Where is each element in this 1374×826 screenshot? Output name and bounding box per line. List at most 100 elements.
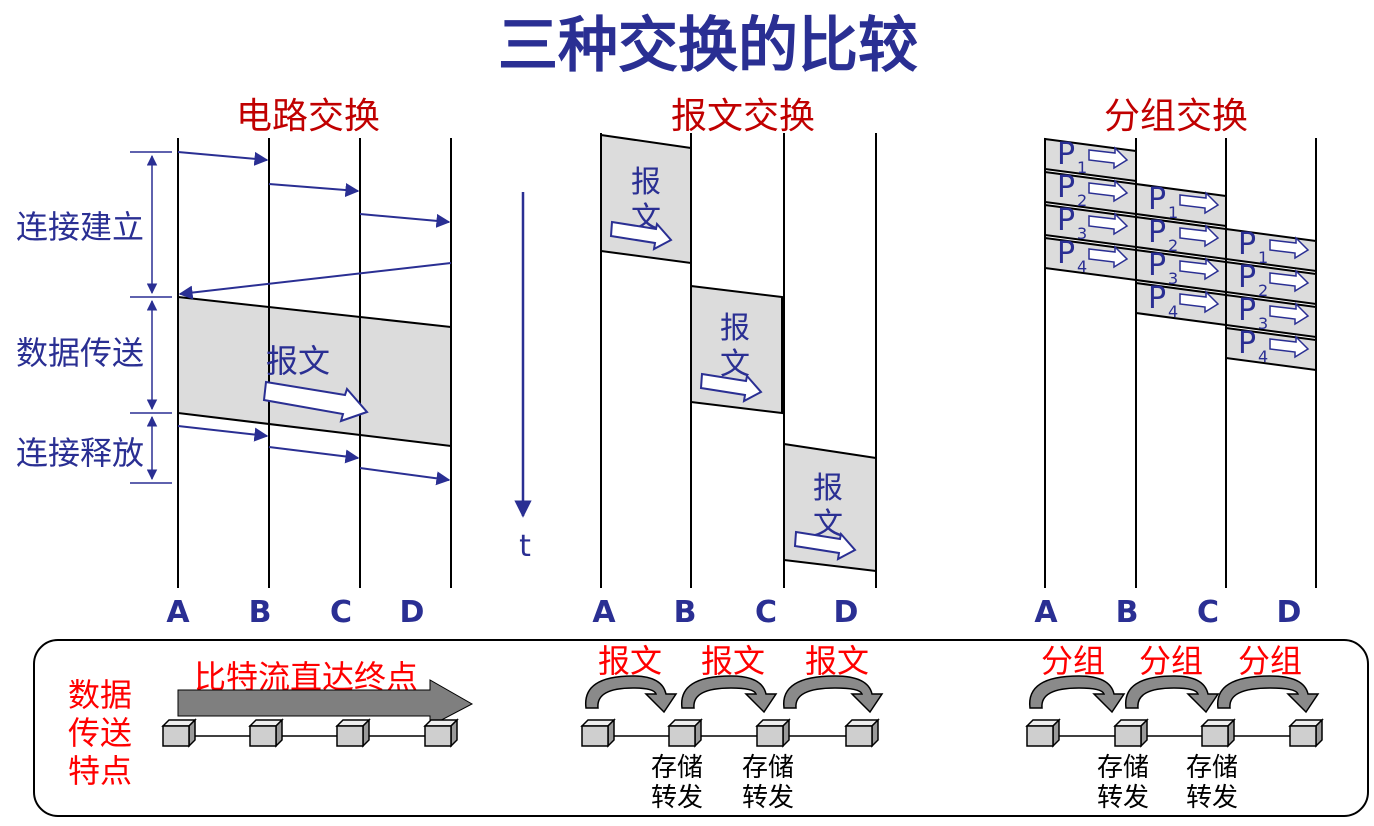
packet-node-a: A [1034, 595, 1058, 630]
release-arrow-bc [268, 446, 360, 464]
packet-number: 4 [1168, 302, 1178, 321]
circuit-node-c: C [330, 595, 352, 630]
circuit-message-label: 报文 [266, 342, 330, 380]
message-block1-arrow [609, 220, 673, 251]
setup-ack-arrow [178, 262, 452, 300]
node-cube [424, 725, 452, 747]
packet-arrow [1269, 302, 1310, 326]
packet-node-b: B [1116, 595, 1139, 630]
message-hop-label-3: 报文 [805, 642, 869, 680]
packet-number: 1 [1077, 158, 1087, 177]
packet-letter: P [1057, 170, 1075, 205]
node-cube [336, 725, 364, 747]
packet-arrow [1088, 179, 1129, 203]
node-cube [162, 725, 190, 747]
packet-number: 3 [1168, 269, 1178, 288]
node-cube [1114, 725, 1142, 747]
store-forward-b-line2: 转发 [651, 783, 703, 813]
message-panel: 报 文 报 文 报 文 A B C D [592, 133, 877, 630]
packet-number: 2 [1077, 191, 1087, 210]
packet-letter: P [1238, 227, 1256, 262]
packet-number: 1 [1168, 203, 1178, 222]
packet-hop-label-3: 分组 [1238, 642, 1302, 680]
packet-arrow [1179, 257, 1220, 281]
bottom-label-line2: 传送 [68, 714, 132, 752]
message-block3-char1: 报 [813, 471, 843, 506]
packet-letter: P [1148, 281, 1166, 316]
setup-arrow-bc [268, 183, 360, 197]
store-forward-pc-line2: 转发 [1186, 783, 1238, 813]
store-forward-arrow [585, 675, 678, 714]
packet-arrow [1179, 290, 1220, 314]
circuit-message-arrow [262, 380, 369, 423]
message-node-b: B [674, 595, 697, 630]
store-forward-pb-line1: 存储 [1097, 753, 1149, 783]
packet-letter: P [1148, 215, 1166, 250]
store-forward-arrow [1029, 675, 1126, 714]
packet-hop-label-1: 分组 [1041, 642, 1105, 680]
store-forward-b-line1: 存储 [651, 753, 703, 783]
node-cube [668, 725, 696, 747]
message-node-c: C [755, 595, 777, 630]
packet-letter: P [1238, 326, 1256, 361]
circuit-panel: 连接建立 数据传送 连接释放 报文 A B C D [16, 138, 452, 630]
packet-letter: P [1148, 248, 1166, 283]
packet-number: 3 [1077, 224, 1087, 243]
packet-letter: P [1148, 182, 1166, 217]
packet-arrow [1088, 146, 1129, 170]
packet-letter: P [1238, 260, 1256, 295]
packet-arrow [1088, 245, 1129, 269]
store-forward-pc-line1: 存储 [1186, 753, 1238, 783]
page-title: 三种交换的比较 [498, 11, 918, 81]
node-cube [581, 725, 609, 747]
packet-letter: P [1057, 203, 1075, 238]
setup-arrow-cd [359, 213, 451, 228]
packet-letter: P [1238, 293, 1256, 328]
store-forward-pb-line2: 转发 [1097, 783, 1149, 813]
phase-label-setup: 连接建立 [16, 208, 144, 246]
message-node-d: D [834, 595, 859, 630]
setup-arrow-ab [177, 151, 269, 166]
packet-number: 1 [1258, 248, 1268, 267]
time-axis-label: t [519, 529, 531, 564]
message-block3-arrow [793, 530, 857, 561]
node-cube [1026, 725, 1054, 747]
store-forward-c-line2: 转发 [742, 783, 794, 813]
store-forward-arrow [681, 675, 778, 714]
phase-label-release: 连接释放 [16, 434, 144, 472]
packet-number: 4 [1077, 257, 1087, 276]
node-cube [756, 725, 784, 747]
node-cube [249, 725, 277, 747]
packet-arrow [1179, 224, 1220, 248]
packet-arrow [1269, 269, 1310, 293]
store-forward-arrow [783, 675, 884, 714]
message-block2-arrow [699, 372, 763, 403]
node-cube [1201, 725, 1229, 747]
store-forward-arrow [1125, 675, 1220, 714]
store-forward-arrow [1217, 675, 1320, 714]
message-hop-label-2: 报文 [701, 642, 765, 680]
circuit-node-b: B [249, 595, 272, 630]
node-cube [1289, 725, 1317, 747]
packet-hop-label-2: 分组 [1139, 642, 1203, 680]
packet-arrow [1088, 212, 1129, 236]
packet-heading: 分组交换 [1104, 96, 1248, 137]
packet-node-d: D [1277, 595, 1302, 630]
packet-arrow [1269, 335, 1310, 359]
message-hop-label-1: 报文 [598, 642, 662, 680]
message-node-a: A [592, 595, 616, 630]
message-block1-char1: 报 [631, 165, 661, 200]
packet-number: 2 [1168, 236, 1178, 255]
packet-number: 4 [1258, 347, 1268, 366]
bottom-label-line1: 数据 [68, 676, 132, 714]
packet-number: 2 [1258, 281, 1268, 300]
circuit-node-a: A [166, 595, 190, 630]
packet-arrow [1269, 236, 1310, 260]
bottom-characteristics-box: 数据 传送 特点 比特流直达终点 存储 转发 存储 转发 报文 报文 报文 存储… [33, 639, 1369, 817]
bottom-label-line3: 特点 [68, 752, 132, 790]
phase-label-transfer: 数据传送 [16, 334, 144, 372]
bitstream-arrow [177, 679, 474, 727]
packet-number: 3 [1258, 314, 1268, 333]
